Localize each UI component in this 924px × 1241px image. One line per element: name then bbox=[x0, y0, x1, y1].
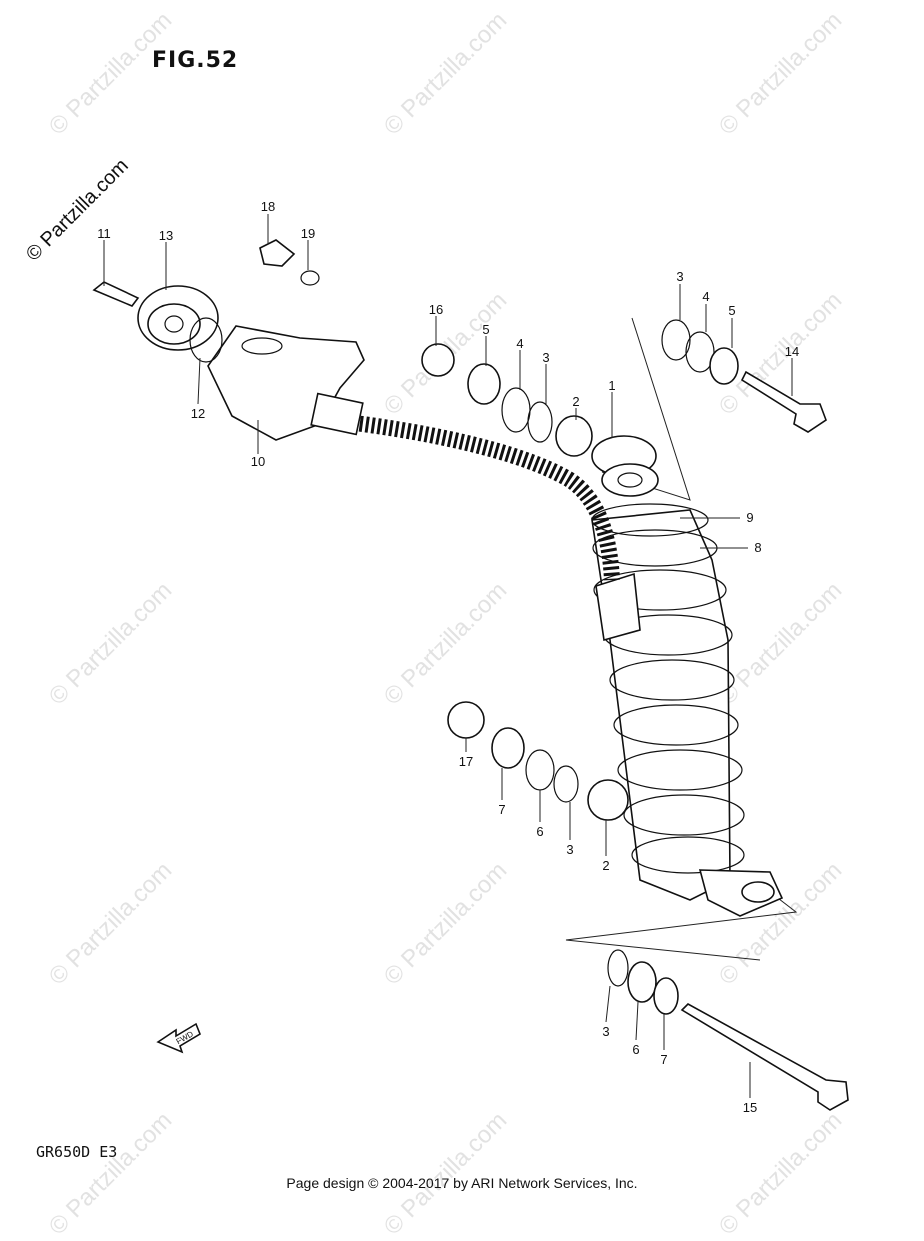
middle-seal bbox=[525, 749, 555, 791]
callout-7a: 7 bbox=[498, 802, 505, 817]
callout-2b: 2 bbox=[602, 858, 609, 873]
upper-bushing bbox=[555, 415, 593, 457]
lower-washer bbox=[653, 977, 679, 1015]
upper-right-circlip bbox=[661, 319, 691, 361]
mount-bolt bbox=[259, 239, 296, 267]
middle-circlip bbox=[553, 765, 579, 803]
upper-right-washer bbox=[709, 347, 739, 385]
callout-3a: 3 bbox=[542, 350, 549, 365]
callout-6a: 6 bbox=[536, 824, 543, 839]
upper-circlip bbox=[527, 401, 553, 443]
adjuster-knob bbox=[137, 285, 219, 351]
callout-16: 16 bbox=[429, 302, 443, 317]
callout-18: 18 bbox=[261, 199, 275, 214]
callout-leaders bbox=[103, 214, 793, 1098]
knob-screw bbox=[92, 281, 140, 307]
middle-washer bbox=[491, 727, 525, 769]
callout-9: 9 bbox=[746, 510, 753, 525]
callout-4a: 4 bbox=[516, 336, 523, 351]
figure-title: FIG.52 bbox=[152, 48, 239, 73]
callout-10: 10 bbox=[251, 454, 265, 469]
callout-3d: 3 bbox=[602, 1024, 609, 1039]
lock-washer bbox=[300, 270, 320, 286]
callout-3b: 3 bbox=[676, 269, 683, 284]
upper-seal bbox=[501, 387, 531, 433]
lower-mount-bolt bbox=[680, 1003, 849, 1111]
upper-washer bbox=[467, 363, 501, 405]
upper-mount-bolt bbox=[740, 370, 827, 433]
callout-5b: 5 bbox=[728, 303, 735, 318]
o-ring bbox=[189, 317, 223, 363]
callout-7b: 7 bbox=[660, 1052, 667, 1067]
callout-5a: 5 bbox=[482, 322, 489, 337]
page-footer: Page design © 2004-2017 by ARI Network S… bbox=[286, 1175, 638, 1191]
middle-nut bbox=[447, 701, 485, 739]
callout-4b: 4 bbox=[702, 289, 709, 304]
upper-nut bbox=[421, 343, 455, 377]
callout-6b: 6 bbox=[632, 1042, 639, 1057]
callout-8: 8 bbox=[754, 540, 761, 555]
callout-11: 11 bbox=[97, 226, 111, 241]
callout-14: 14 bbox=[785, 344, 799, 359]
damping-adjuster-reservoir bbox=[207, 325, 365, 441]
upper-right-seal bbox=[685, 331, 715, 373]
callout-1: 1 bbox=[608, 378, 615, 393]
forward-arrow-icon: FWD bbox=[156, 1022, 201, 1054]
callout-19: 19 bbox=[301, 226, 315, 241]
rear-shock-absorber bbox=[591, 435, 784, 917]
callout-2a: 2 bbox=[572, 394, 579, 409]
model-code: GR650D E3 bbox=[36, 1143, 118, 1161]
callout-13: 13 bbox=[159, 228, 173, 243]
callout-15: 15 bbox=[743, 1100, 757, 1115]
callout-3c: 3 bbox=[566, 842, 573, 857]
lower-circlip bbox=[607, 949, 629, 987]
callout-12: 12 bbox=[191, 406, 205, 421]
middle-bushing bbox=[587, 779, 629, 821]
parts-diagram: FWD 11 13 12 10 18 19 16 5 4 bbox=[92, 199, 849, 1115]
lower-seal bbox=[627, 961, 657, 1003]
callout-17: 17 bbox=[459, 754, 473, 769]
